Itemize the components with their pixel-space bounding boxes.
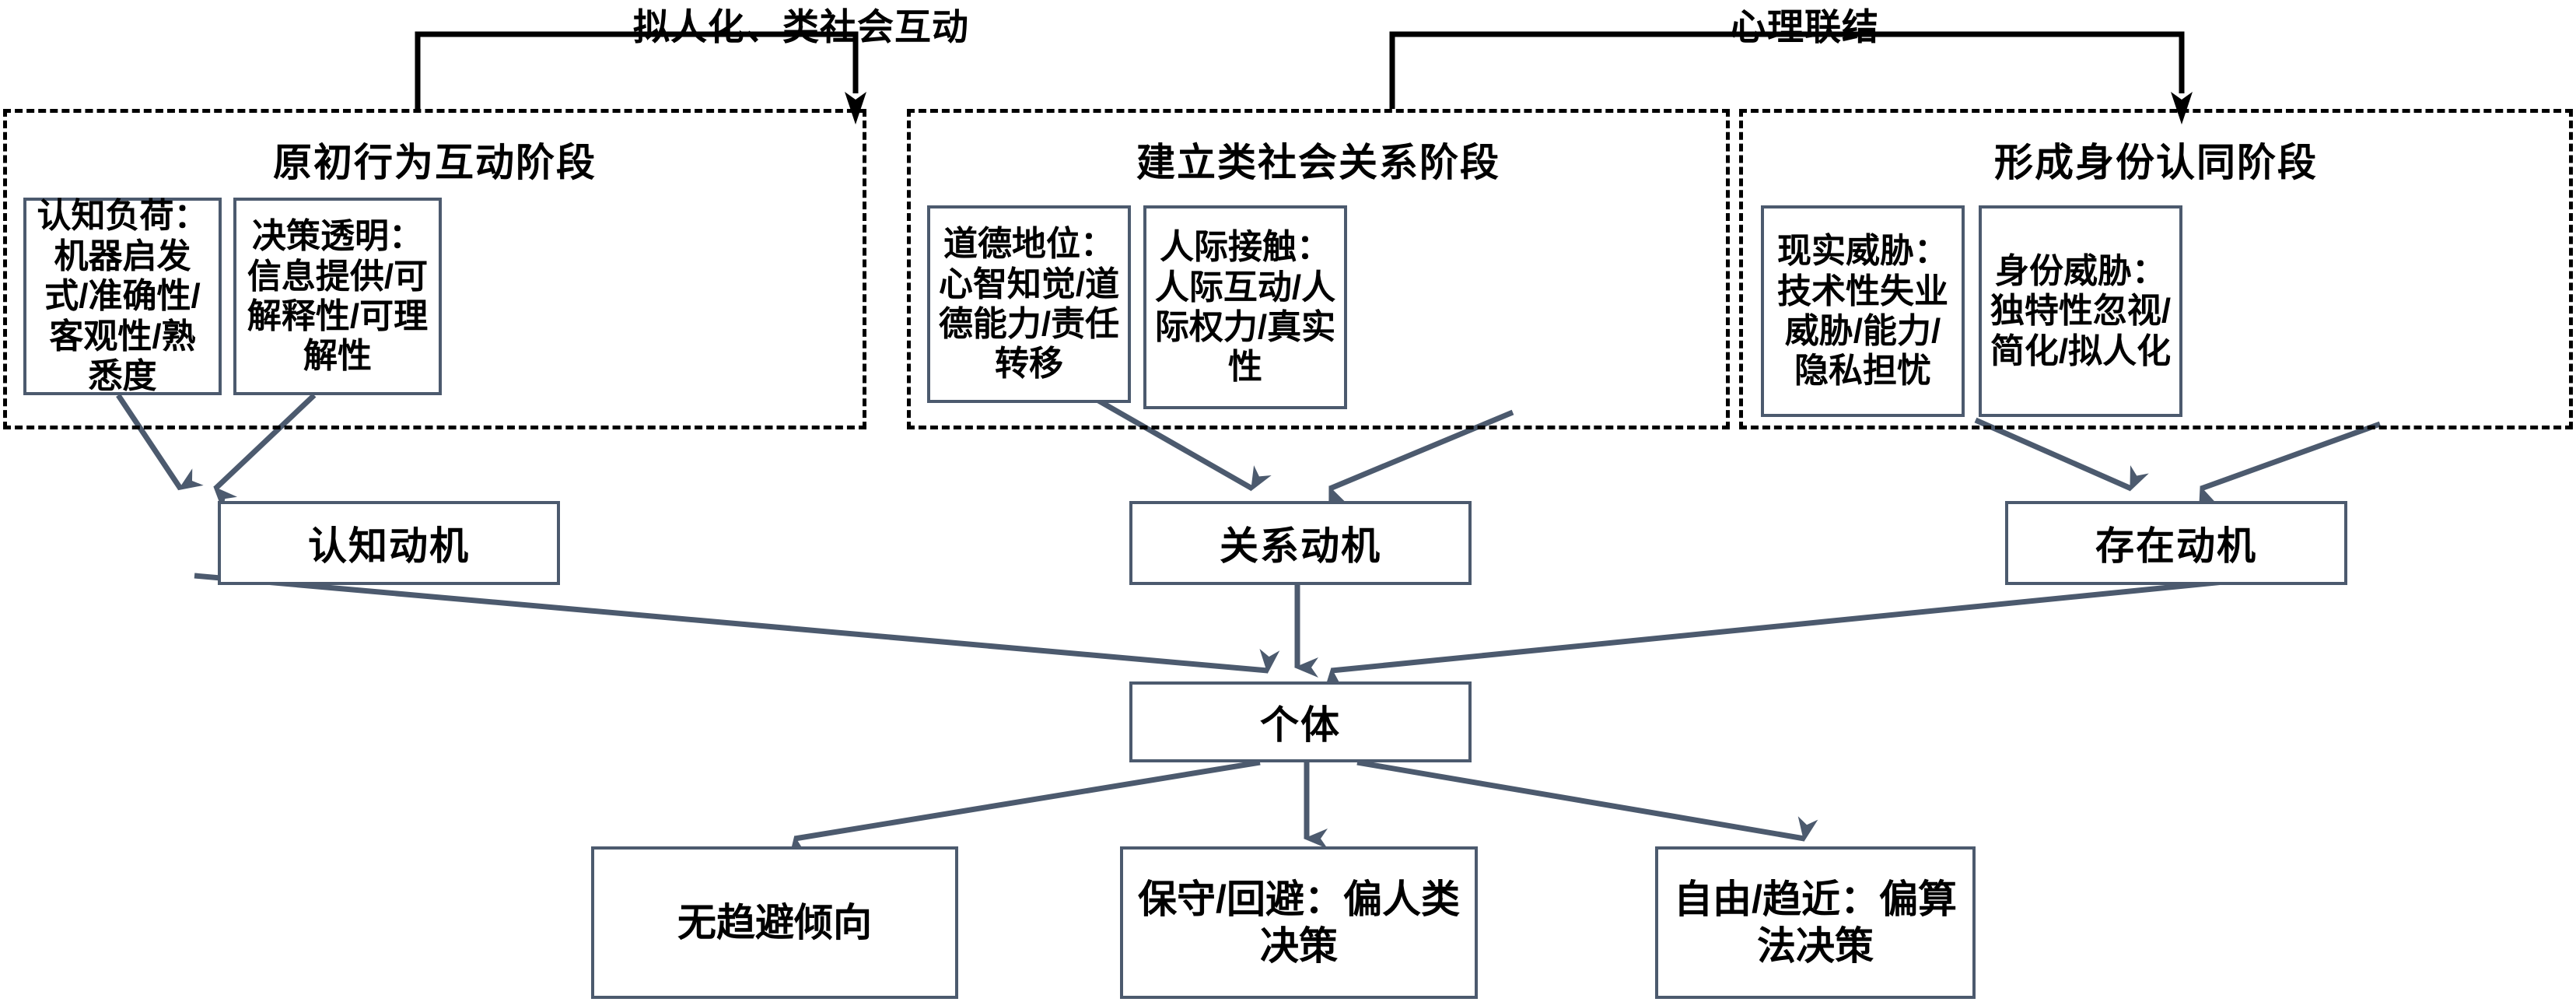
connector-label-anthropomorphism: 拟人化、类社会互动 [633,6,969,47]
stage-box-2: 建立类社会关系阶段 [907,109,1730,429]
factor-box-cognitive-load: 认知负荷：机器启发式/准确性/客观性/熟悉度 [23,197,222,396]
arrow-factor3b-to-motive3 [2198,421,2382,512]
factor-box-identity-threat: 身份威胁：独特性忽视/简化/拟人化 [1979,205,2182,417]
arrow-individual-to-outcome3 [1356,759,1818,842]
motive-label: 关系动机 [1220,524,1381,568]
arrow-factor3a-to-motive3 [1974,417,2149,492]
outcome-box-free-approach: 自由/趋近：偏算法决策 [1655,846,1976,999]
factor-label: 决策透明：信息提供/可解释性/可理解性 [247,217,429,376]
factor-box-moral-status: 道德地位：心智知觉/道德能力/责任转移 [927,205,1131,403]
outcome-label: 自由/趋近：偏算法决策 [1674,878,1957,968]
stage-box-1: 原初行为互动阶段 [3,109,866,429]
outcome-label: 无趋避倾向 [677,901,872,944]
motive-label: 认知动机 [308,524,470,568]
factor-label: 人际接触：人际互动/人际权力/真实性 [1154,228,1336,387]
motive-box-cognitive: 认知动机 [218,501,560,585]
outcome-box-no-tendency: 无趋避倾向 [591,846,958,999]
arrow-motive1-to-individual [194,573,1280,674]
factor-box-decision-transparency: 决策透明：信息提供/可解释性/可理解性 [233,198,442,395]
factor-box-realistic-threat: 现实威胁：技术性失业威胁/能力/隐私担忧 [1761,205,1965,417]
motive-box-relational: 关系动机 [1129,501,1472,585]
stage-title-2: 建立类社会关系阶段 [1136,141,1500,184]
stage-box-3: 形成身份认同阶段 [1739,109,2573,429]
factor-label: 认知负荷：机器启发式/准确性/客观性/熟悉度 [37,197,208,396]
outcome-label: 保守/回避：偏人类决策 [1138,878,1460,968]
motive-label: 存在动机 [2095,524,2257,568]
outcome-box-conservative-avoidance: 保守/回避：偏人类决策 [1120,846,1478,999]
arrow-motive3-to-individual [1323,573,2287,693]
stage-title-3: 形成身份认同阶段 [1994,141,2318,184]
arrow-individual-to-outcome1 [788,759,1261,861]
factor-label: 身份威胁：独特性忽视/简化/拟人化 [1990,251,2172,370]
factor-box-interpersonal-contact: 人际接触：人际互动/人际权力/真实性 [1143,205,1347,409]
individual-label: 个体 [1260,703,1341,747]
individual-box: 个体 [1129,681,1472,762]
stage-title-1: 原初行为互动阶段 [273,141,597,184]
factor-label: 道德地位：心智知觉/道德能力/责任转移 [938,225,1120,384]
connector-label-psychological-bond: 心理联结 [1730,6,1879,47]
motive-box-existential: 存在动机 [2005,501,2347,585]
factor-label: 现实威胁：技术性失业威胁/能力/隐私担忧 [1777,232,1948,391]
